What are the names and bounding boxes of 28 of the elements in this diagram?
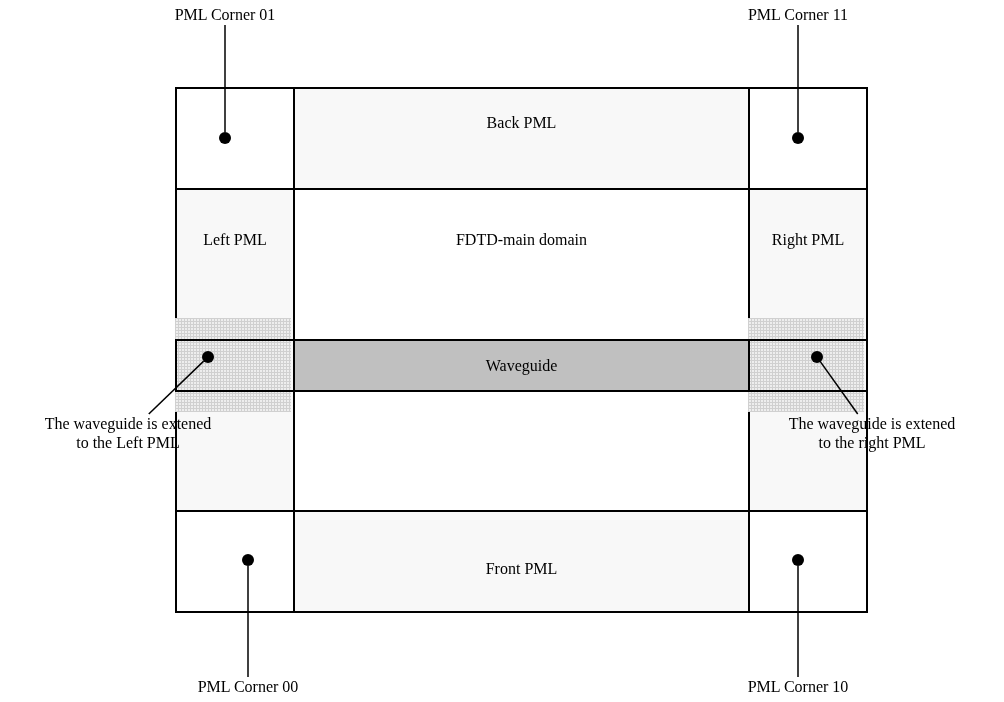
- region-label: Front PML: [484, 559, 559, 578]
- leader-line: [797, 565, 799, 678]
- region-label: Right PML: [770, 230, 846, 249]
- region-label: Left PML: [202, 230, 268, 249]
- pml-region: [293, 510, 750, 613]
- leader-line: [148, 360, 205, 415]
- leader-line: [247, 565, 249, 678]
- corner-label: PML Corner 11: [733, 5, 863, 25]
- corner-label: PML Corner 00: [183, 677, 313, 697]
- marker-dot: [792, 554, 804, 566]
- marker-dot: [792, 132, 804, 144]
- waveguide-extension: [748, 339, 868, 392]
- marker-dot: [219, 132, 231, 144]
- region-label: Back PML: [485, 113, 558, 132]
- waveguide-region: [293, 339, 750, 392]
- pml-region: [293, 87, 750, 190]
- corner-label: PML Corner 10: [733, 677, 863, 697]
- marker-dot: [242, 554, 254, 566]
- region-label: FDTD-main domain: [454, 230, 589, 249]
- leader-line: [797, 24, 799, 133]
- leader-line: [224, 24, 226, 133]
- pml-corner-region: [748, 87, 868, 190]
- pml-corner-region: [175, 510, 295, 613]
- pml-corner-region: [748, 510, 868, 613]
- leader-line: [819, 361, 859, 415]
- pml-corner-region: [175, 87, 295, 190]
- corner-label: PML Corner 01: [160, 5, 290, 25]
- region-label: Waveguide: [484, 356, 559, 375]
